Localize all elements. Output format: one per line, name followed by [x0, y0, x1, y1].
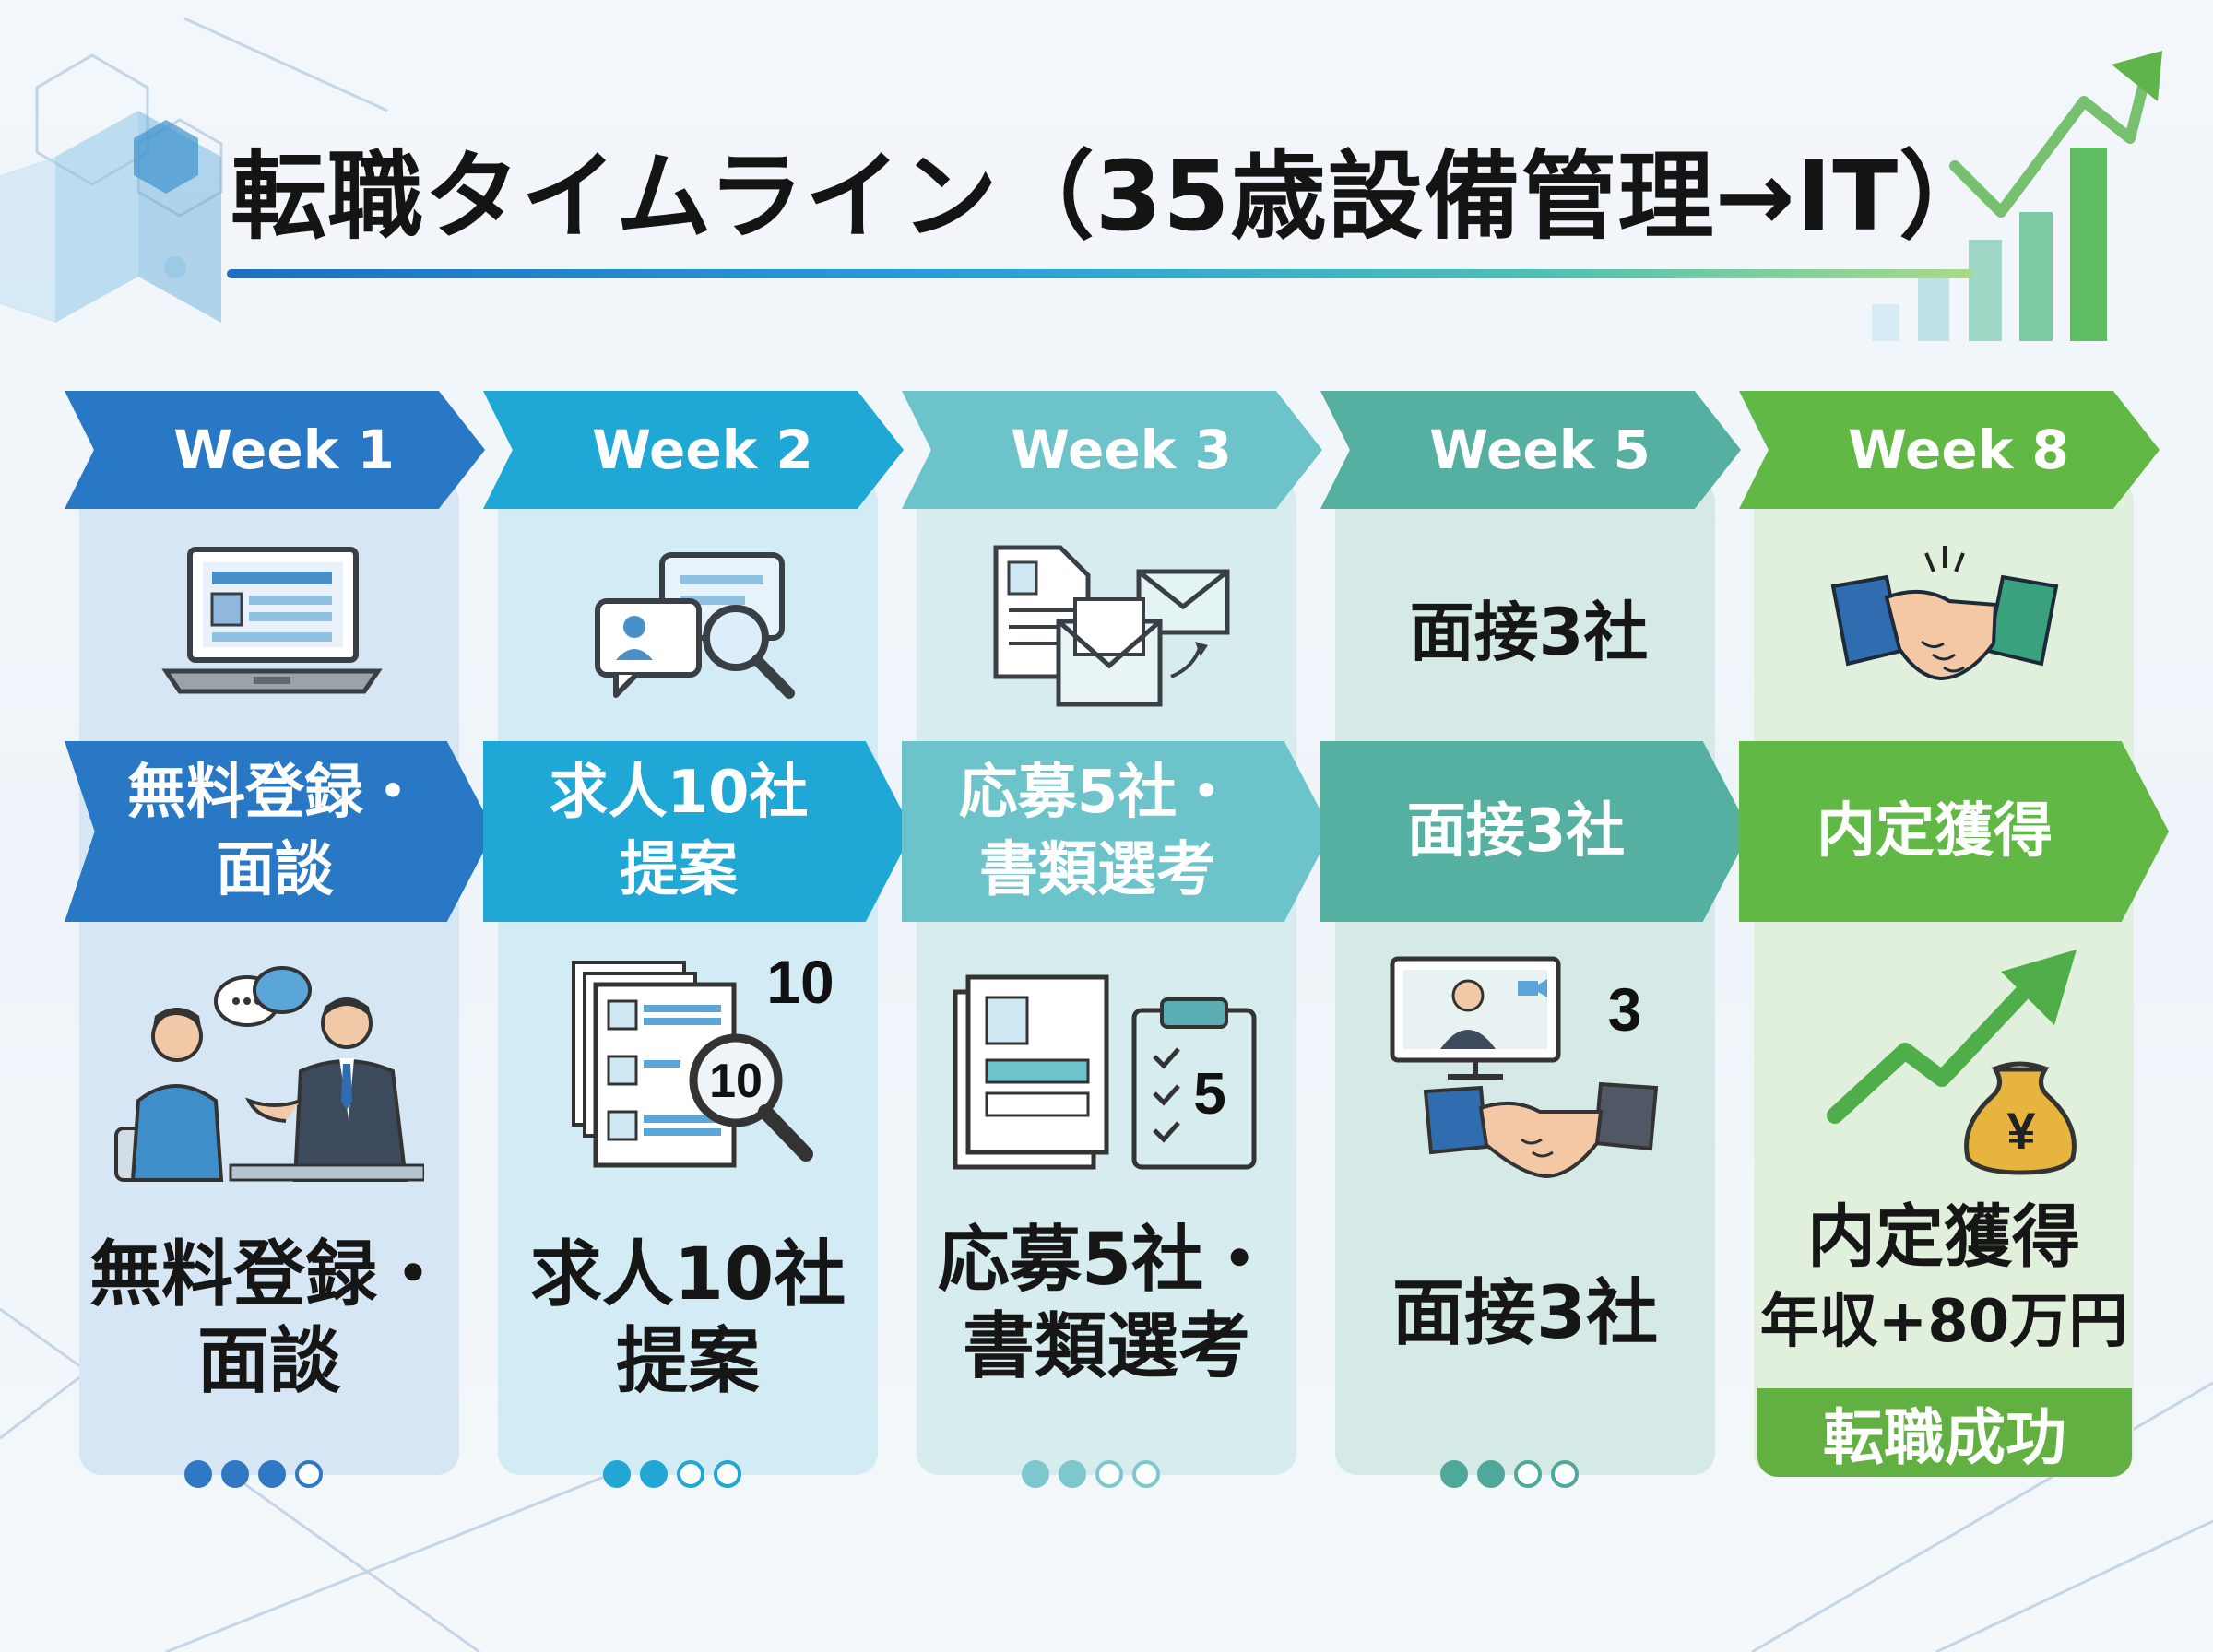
week-3-bottom-text: 応募5社・書類選考 — [937, 1219, 1276, 1388]
yen-symbol: ¥ — [2006, 1102, 2035, 1160]
week-5-bottom-text: 面接3社 — [1391, 1272, 1659, 1355]
progress-dots-week3 — [1022, 1460, 1160, 1488]
progress-dot-empty — [1095, 1460, 1123, 1488]
resume-clipboard-icon: 5 — [953, 974, 1257, 1170]
success-badge: 転職成功 — [1757, 1388, 2132, 1477]
title-growth-chart-icon — [1872, 51, 2162, 341]
job-count: 10 — [766, 959, 834, 1016]
progress-dots-week1 — [184, 1460, 323, 1488]
week-5-label: Week 5 — [1320, 391, 1741, 509]
page-title: 転職タイムライン（35歳設備管理→IT） — [231, 140, 1996, 253]
video-interview-handshake-icon: 3 — [1390, 956, 1659, 1179]
chat-search-icon — [595, 552, 795, 699]
laptop-icon — [161, 547, 383, 694]
week-8-bottom-text: 内定獲得年収+80万円 — [1759, 1198, 2128, 1356]
progress-dot-filled — [1440, 1460, 1468, 1488]
progress-dot-filled — [184, 1460, 212, 1488]
week-1-bottom-text: 無料登録・面談 — [89, 1233, 449, 1403]
step-arrow-week3: 応募5社・書類選考 — [902, 741, 1331, 922]
document-envelope-icon — [993, 545, 1230, 707]
progress-dot-filled — [640, 1460, 668, 1488]
progress-dot-empty — [677, 1460, 704, 1488]
progress-dot-filled — [1477, 1460, 1505, 1488]
week-3-label: Week 3 — [902, 391, 1322, 509]
handshake-icon — [1830, 546, 2059, 681]
step-arrow-week5: 面接3社 — [1320, 741, 1750, 922]
step-arrow-week1: 無料登録・面談 — [65, 741, 494, 922]
progress-dot-filled — [221, 1460, 249, 1488]
progress-dot-filled — [603, 1460, 631, 1488]
progress-dots-week5 — [1440, 1460, 1579, 1488]
clipboard-count: 5 — [1193, 1060, 1226, 1127]
title-underline — [227, 269, 1973, 278]
progress-dot-empty — [714, 1460, 741, 1488]
interview-count: 3 — [1608, 975, 1642, 1044]
progress-dot-empty — [295, 1460, 323, 1488]
week-1-label: Week 1 — [65, 391, 485, 509]
magnifier-count: 10 — [709, 1055, 763, 1108]
step-arrow-week2: 求人10社提案 — [483, 741, 913, 922]
progress-dots-week2 — [603, 1460, 741, 1488]
progress-dot-filled — [1022, 1460, 1049, 1488]
consultation-meeting-icon — [114, 966, 424, 1182]
growth-arrow-money-bag-icon: ¥ — [1827, 950, 2077, 1175]
week-2-bottom-text: 求人10社提案 — [529, 1233, 846, 1403]
step-arrow-week8: 内定獲得 — [1739, 741, 2169, 922]
progress-dot-empty — [1514, 1460, 1542, 1488]
progress-dot-filled — [258, 1460, 286, 1488]
job-listings-magnifier-icon: 10 10 — [572, 959, 834, 1168]
progress-dot-filled — [1059, 1460, 1086, 1488]
week-5-top-text: 面接3社 — [1409, 595, 1649, 670]
progress-dot-empty — [1551, 1460, 1579, 1488]
week-2-label: Week 2 — [483, 391, 904, 509]
week-8-label: Week 8 — [1739, 391, 2160, 509]
progress-dot-empty — [1132, 1460, 1160, 1488]
